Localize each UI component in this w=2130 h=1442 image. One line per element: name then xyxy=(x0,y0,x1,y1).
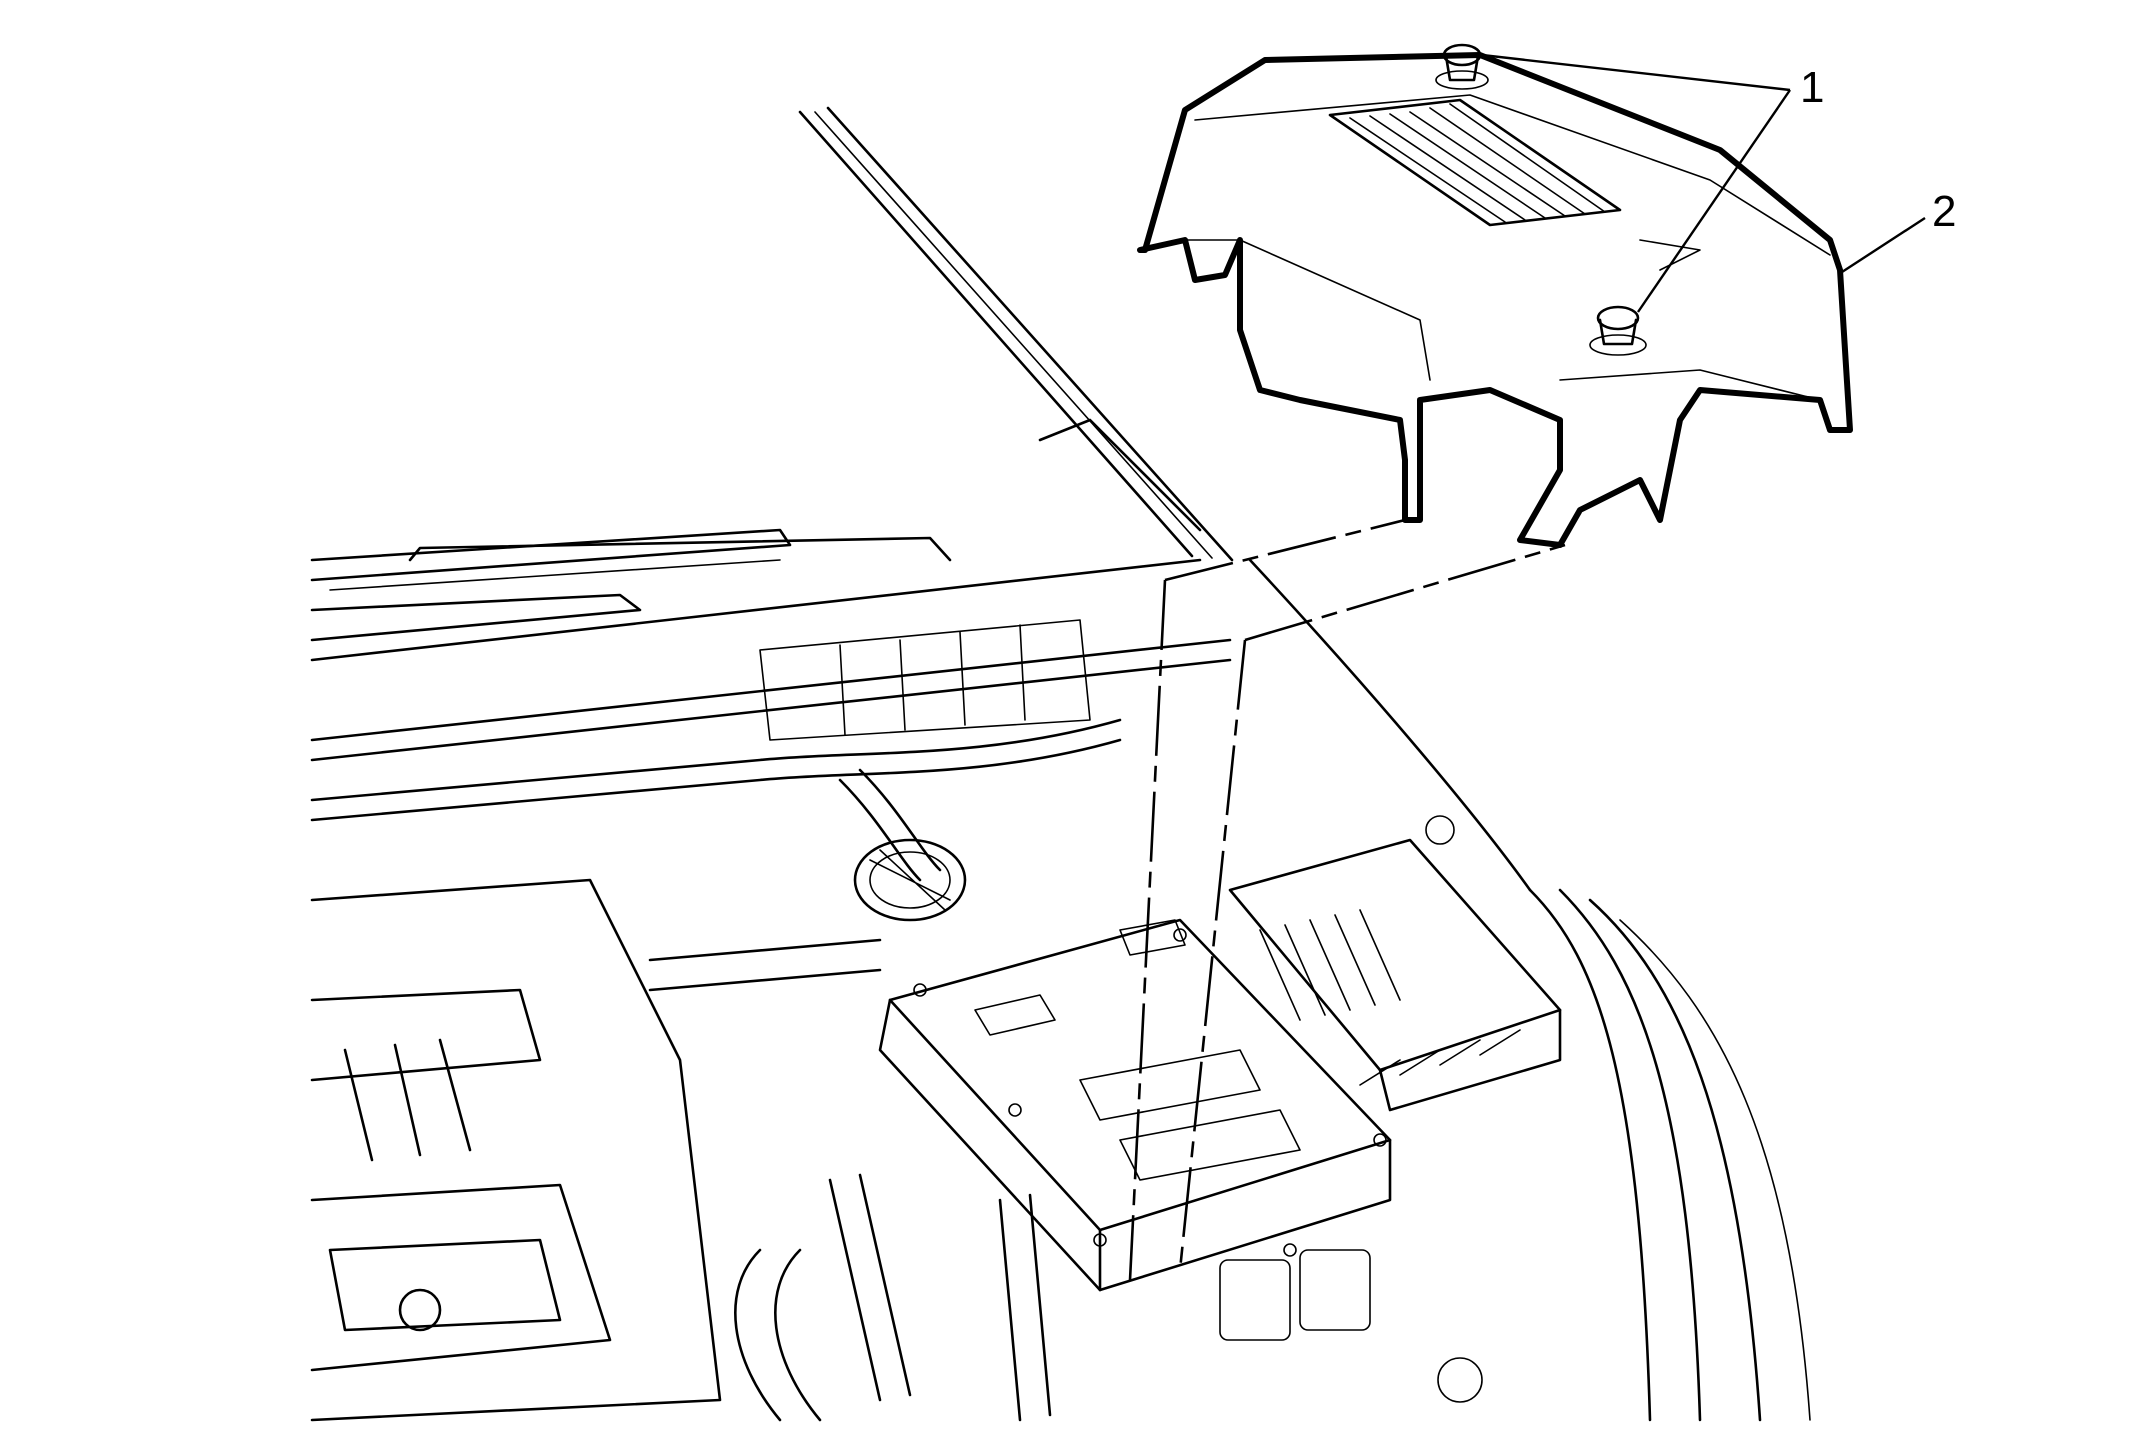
hood-strut xyxy=(798,106,1234,562)
callout-2: 2 xyxy=(1841,187,1956,274)
callout-1: 1 xyxy=(1481,53,1824,313)
callout-2-label: 2 xyxy=(1932,187,1956,236)
push-pin-retainers xyxy=(1435,43,1647,356)
wiper-arms xyxy=(310,528,952,642)
right-fender xyxy=(1248,558,1811,1422)
engine-cover xyxy=(1137,52,1853,548)
cowl-panel xyxy=(310,558,1232,762)
installation-guide-lines xyxy=(1128,518,1566,1281)
retainer-upper xyxy=(1435,43,1489,90)
motor-housing xyxy=(853,838,967,922)
power-inverter-module xyxy=(878,918,1392,1292)
lower-hoses xyxy=(734,815,1483,1422)
left-module-cover xyxy=(310,878,722,1422)
retainer-lower xyxy=(1589,305,1647,356)
accessory-power-module xyxy=(1228,838,1562,1112)
callout-1-label: 1 xyxy=(1800,63,1824,112)
coolant-hoses xyxy=(310,718,1122,992)
